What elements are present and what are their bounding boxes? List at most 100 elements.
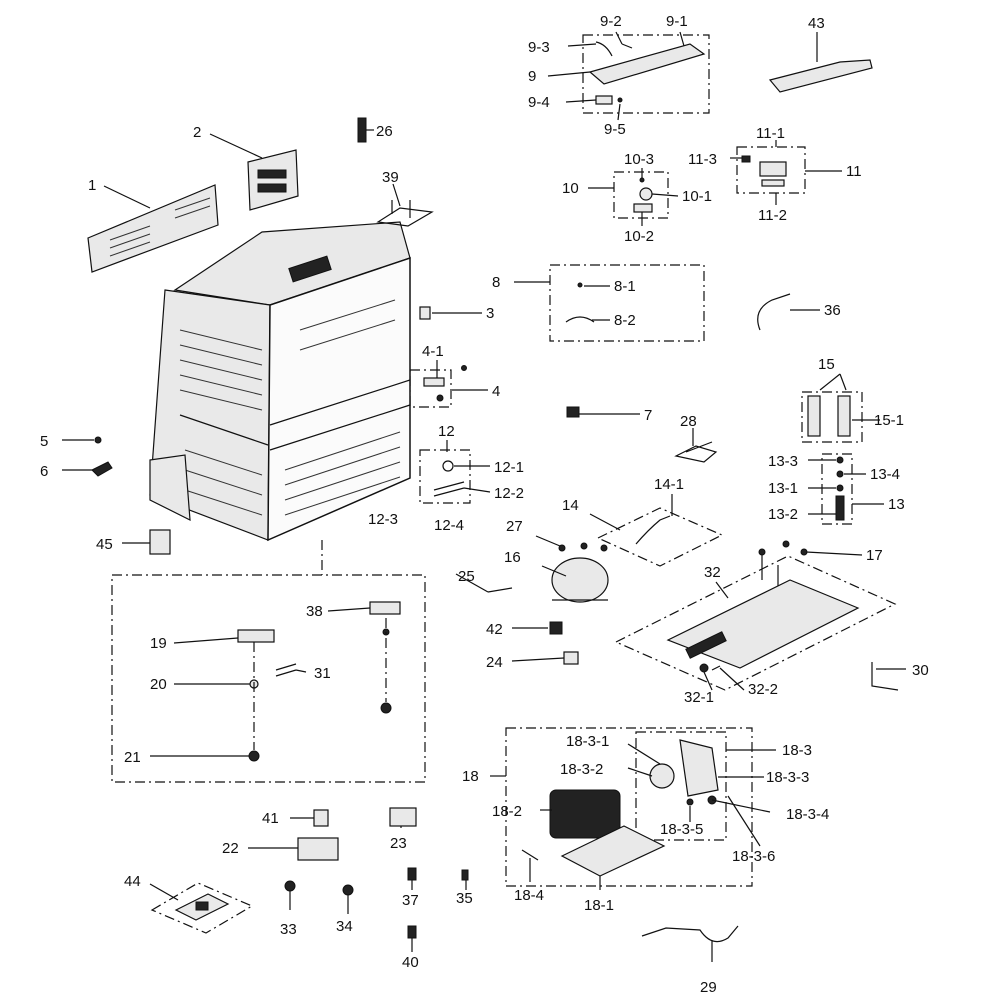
part-36-cord	[757, 293, 791, 331]
callout-14-1: 14-1	[654, 476, 684, 493]
callout-20: 20	[150, 676, 167, 693]
part-6-clip	[91, 461, 113, 477]
callout-10-1: 10-1	[682, 188, 712, 205]
callout-labels: 1 2 26 39 3 4-1 4 5 6 12 12-1 12-2 12-3 …	[40, 13, 929, 996]
part-10-damper	[633, 177, 653, 213]
callout-28: 28	[680, 413, 697, 430]
part-27-grommet	[558, 544, 566, 552]
part-38-foot	[380, 702, 392, 714]
part-15-filter-set	[807, 395, 851, 437]
part-7-relay	[566, 406, 580, 418]
callout-40: 40	[402, 954, 419, 971]
callout-32-1: 32-1	[684, 689, 714, 706]
callout-18-3-4: 18-3-4	[786, 806, 829, 823]
part-44-bracket	[174, 893, 230, 921]
callout-9-2: 9-2	[600, 13, 622, 30]
callout-31: 31	[314, 665, 331, 682]
group-frame-12	[419, 449, 471, 504]
callout-41: 41	[262, 810, 279, 827]
callout-34: 34	[336, 918, 353, 935]
callout-24: 24	[486, 654, 503, 671]
part-4-hinge	[423, 365, 467, 402]
callout-21: 21	[124, 749, 141, 766]
part-42-switch	[549, 621, 563, 635]
callout-23: 23	[390, 835, 407, 852]
part-32-base-plate	[666, 579, 860, 673]
callout-18: 18	[462, 768, 479, 785]
callout-13-4: 13-4	[870, 466, 900, 483]
callout-12-2: 12-2	[494, 485, 524, 502]
part-25-pin	[487, 587, 513, 593]
callout-26: 26	[376, 123, 393, 140]
part-21-foot	[248, 750, 260, 762]
callout-11-1: 11-1	[756, 125, 785, 142]
callout-13-3: 13-3	[768, 453, 798, 470]
callout-45: 45	[96, 536, 113, 553]
callout-44: 44	[124, 873, 141, 890]
callout-2: 2	[193, 124, 201, 141]
part-11-fan	[741, 155, 787, 187]
part-24-connector	[563, 651, 579, 665]
group-frame-15	[801, 391, 863, 443]
callout-11: 11	[846, 163, 862, 180]
callout-32: 32	[704, 564, 721, 581]
callout-13-1: 13-1	[768, 480, 798, 497]
part-34-cap	[342, 884, 354, 896]
callout-8-1: 8-1	[614, 278, 636, 295]
callout-33: 33	[280, 921, 297, 938]
callout-18-3-3: 18-3-3	[766, 769, 809, 786]
part-14-harness	[635, 515, 671, 545]
callout-13-2: 13-2	[768, 506, 798, 523]
group-frame-32	[614, 555, 897, 691]
callout-11-2: 11-2	[758, 207, 787, 224]
callout-18-3: 18-3	[782, 742, 812, 759]
part-29-wire	[641, 925, 739, 943]
group-frame-8	[549, 264, 705, 342]
group-frame-14	[596, 507, 724, 567]
callout-27: 27	[506, 518, 523, 535]
callout-15-1: 15-1	[874, 412, 904, 429]
part-39-bracket	[376, 200, 434, 227]
leader-lines	[62, 31, 906, 962]
callout-1: 1	[88, 177, 96, 194]
callout-12-4: 12-4	[434, 517, 464, 534]
part-45-gasket	[149, 529, 171, 555]
callout-5: 5	[40, 433, 48, 450]
callout-10-3: 10-3	[624, 151, 654, 168]
part-23-plate	[389, 807, 417, 827]
callout-9-4: 9-4	[528, 94, 550, 111]
part-38-bracket	[369, 601, 401, 636]
callout-8: 8	[492, 274, 500, 291]
part-22-panel	[297, 837, 339, 861]
callout-4-1: 4-1	[422, 343, 444, 360]
callout-12: 12	[438, 423, 455, 440]
callout-37: 37	[402, 892, 419, 909]
callout-16: 16	[504, 549, 521, 566]
callout-39: 39	[382, 169, 399, 186]
callout-18-1: 18-1	[584, 897, 614, 914]
callout-18-3-6: 18-3-6	[732, 848, 775, 865]
group-frame-18-3	[635, 731, 727, 841]
callout-38: 38	[306, 603, 323, 620]
part-35-clip	[461, 869, 469, 881]
callout-9: 9	[528, 68, 536, 85]
group-frame-9	[582, 34, 710, 114]
part-43-cover	[768, 59, 873, 93]
callout-42: 42	[486, 621, 503, 638]
part-9-bracket	[588, 41, 706, 105]
callout-29: 29	[700, 979, 717, 996]
callout-15: 15	[818, 356, 835, 373]
part-26-strip	[357, 117, 367, 143]
callout-35: 35	[456, 890, 473, 907]
callout-4: 4	[492, 383, 500, 400]
callout-9-5: 9-5	[604, 121, 626, 138]
callout-7: 7	[644, 407, 652, 424]
refrigerator-cabinet	[149, 221, 411, 542]
callout-22: 22	[222, 840, 239, 857]
callout-9-1: 9-1	[666, 13, 688, 30]
part-28-valve	[674, 441, 718, 463]
part-3-pad	[419, 306, 431, 320]
group-frame-11	[736, 146, 806, 194]
part-37-clip	[407, 867, 417, 881]
